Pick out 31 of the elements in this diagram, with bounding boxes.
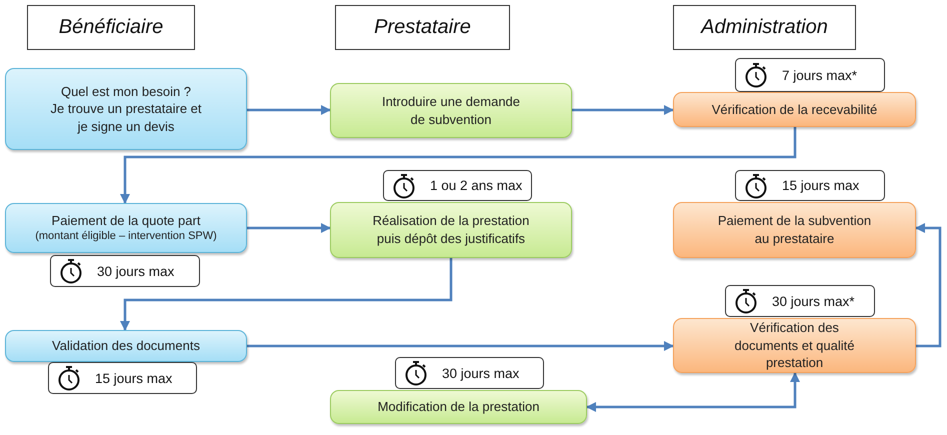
process-box: Introduire une demande de subvention: [330, 83, 572, 138]
duration-text: 7 jours max*: [782, 68, 858, 82]
duration-text: 15 jours max: [95, 370, 172, 386]
process-box: [5, 68, 247, 150]
box-heading: Paiement de la quote part: [52, 212, 200, 230]
duration-text: 30 jours max: [97, 264, 174, 278]
arrow: [247, 341, 674, 351]
arrow: [247, 105, 331, 115]
process-box: [5, 203, 247, 253]
arrow: [586, 372, 800, 412]
process-box: Modification de la prestation: [330, 390, 587, 424]
arrow: [120, 258, 452, 331]
column-header: Bénéficiaire: [27, 5, 195, 50]
box-heading: Quel est mon besoin ?: [60, 82, 192, 100]
arrow: [572, 105, 674, 115]
process-box: Vérification des documents et qualité prestation: [673, 318, 916, 373]
arrow: [915, 223, 942, 348]
column-header: Administration: [673, 5, 856, 50]
duration-text: 30 jours max*: [772, 294, 855, 308]
box-text: Je trouve un prestataire et je signe un devis: [49, 100, 203, 136]
duration-text: 30 jours max: [442, 366, 520, 380]
box-text: (montant éligible – intervention SPW): [35, 229, 217, 244]
process-box: Vérification de la recevabilité: [673, 92, 916, 127]
arrow: [120, 127, 796, 204]
duration-text: 1 ou 2 ans max: [430, 178, 522, 193]
column-header: Prestataire: [335, 5, 510, 50]
process-box: Paiement de la subvention au prestataire: [673, 202, 916, 258]
process-box: Réalisation de la prestation puis dépôt des justificatifs: [330, 202, 572, 258]
duration-text: 15 jours max: [782, 178, 860, 193]
process-box: Validation des documents: [5, 330, 247, 362]
arrow: [247, 223, 331, 233]
